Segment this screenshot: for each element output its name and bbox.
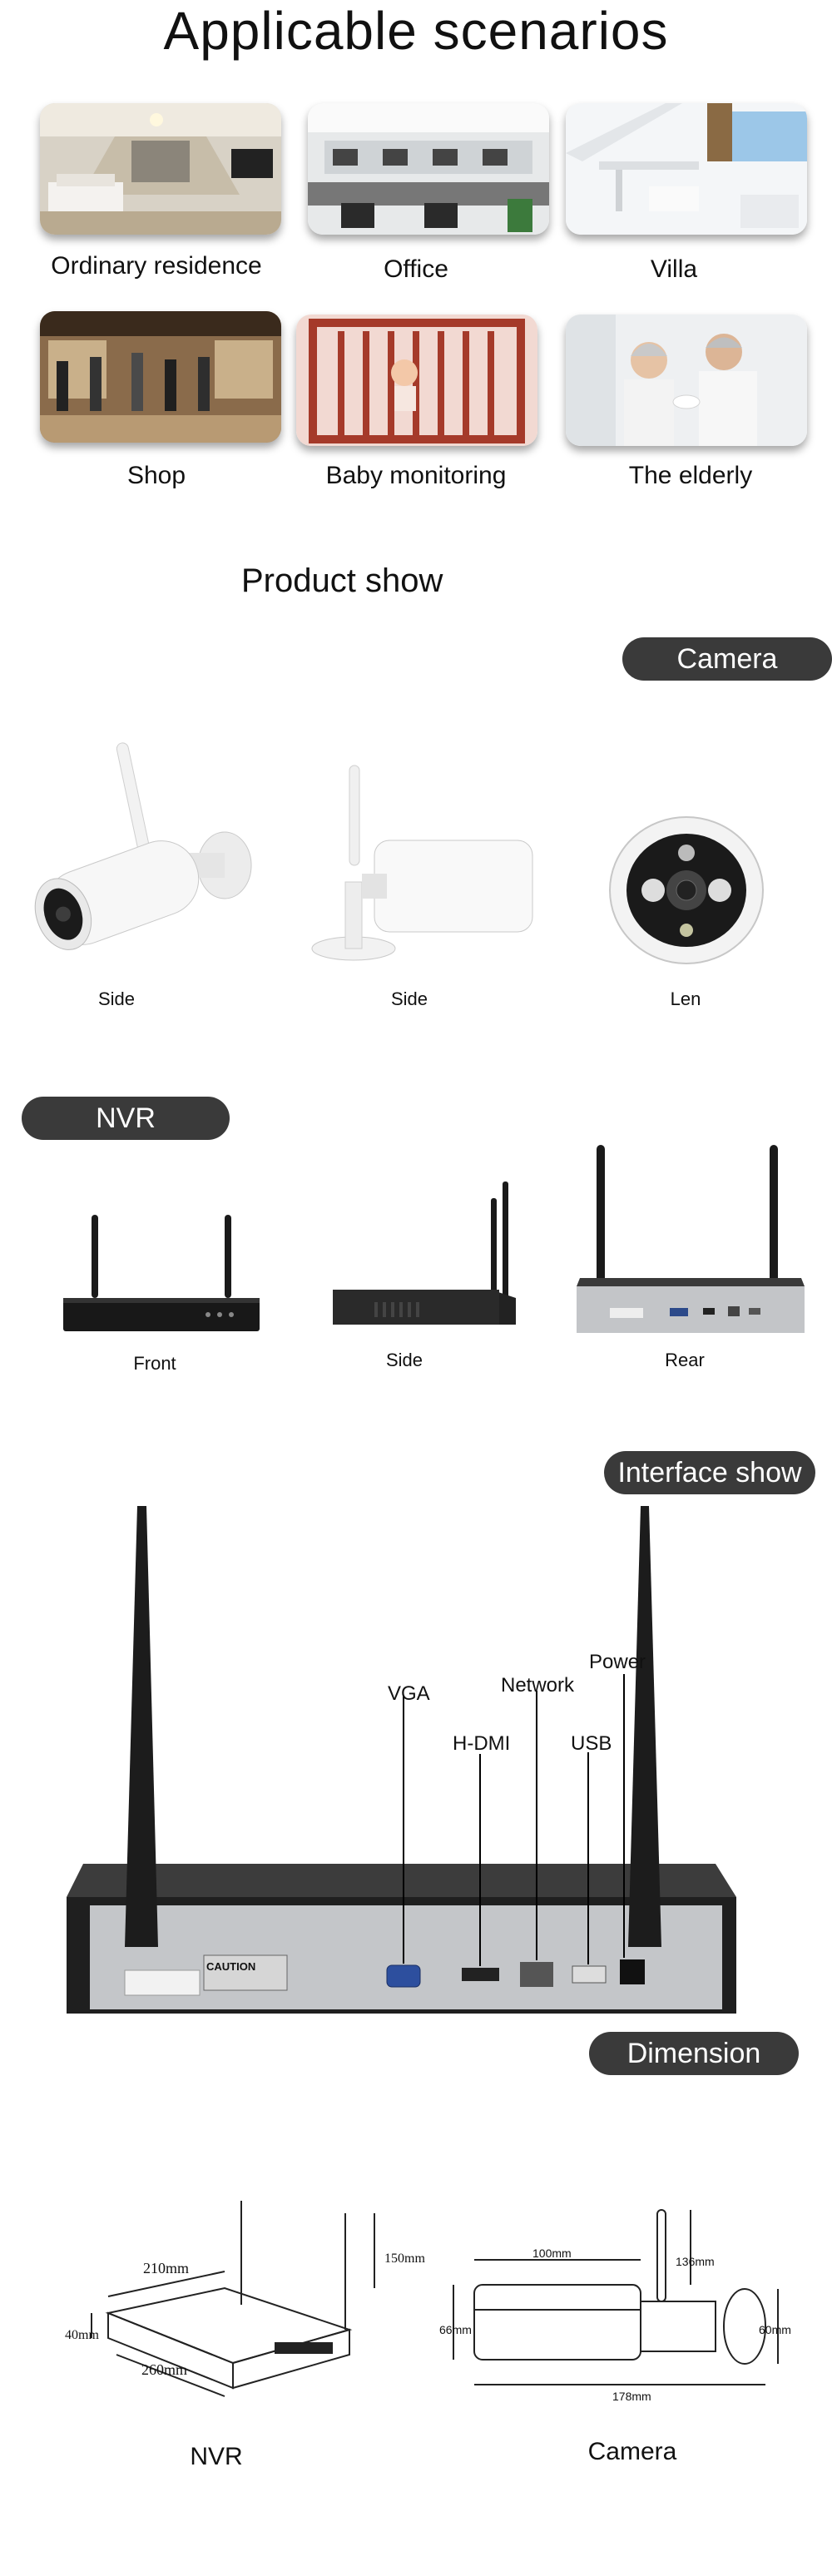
nvr-depth-label: 260mm (141, 2361, 188, 2378)
port-label-hdmi: H-DMI (453, 1732, 511, 1755)
nvr-dimension-caption: NVR (190, 2443, 243, 2470)
dimension-badge: Dimension (589, 2032, 799, 2075)
scenario-label: Villa (650, 255, 698, 283)
scenario-label: The elderly (628, 462, 753, 489)
nvr-side-image (333, 1181, 516, 1325)
elderly-couple-photo (566, 315, 807, 446)
page-title: Applicable scenarios (163, 1, 669, 61)
camera-dimension-caption: Camera (587, 2438, 677, 2465)
nvr-height-label: 40mm (65, 2328, 99, 2342)
villa-photo (566, 103, 807, 235)
caution-label: CAUTION (206, 1960, 256, 1973)
scenario-label: Ordinary residence (51, 252, 262, 280)
camera-body-label: 100mm (532, 2247, 572, 2260)
camera-view-label: Len (670, 988, 701, 1009)
camera-badge: Camera (622, 637, 832, 681)
camera-height-label: 66mm (439, 2323, 472, 2336)
nvr-rear-image (577, 1145, 805, 1333)
nvr-front-image (63, 1215, 260, 1331)
scenario-label: Baby monitoring (325, 462, 507, 489)
port-label-power: Power (589, 1651, 646, 1673)
shop-photo (40, 311, 281, 443)
baby-crib-photo (296, 315, 537, 446)
camera-antenna-label: 136mm (676, 2255, 715, 2268)
section-title: Product show (241, 562, 443, 599)
port-label-vga: VGA (388, 1682, 430, 1705)
living-room-photo (40, 103, 281, 235)
camera-view-label: Side (97, 988, 136, 1009)
interface-badge: Interface show (604, 1451, 815, 1494)
camera-length-label: 178mm (612, 2390, 651, 2403)
camera-lens-image (609, 816, 764, 964)
nvr-dimension-drawing (91, 2201, 375, 2397)
office-photo (308, 103, 549, 235)
camera-side-image (311, 765, 533, 961)
camera-dimension-drawing (453, 2209, 779, 2385)
nvr-antenna-label: 150mm (384, 2252, 425, 2266)
nvr-view-label: Rear (665, 1350, 705, 1370)
scenario-label: Office (384, 255, 448, 283)
scenario-label: Shop (126, 462, 186, 489)
nvr-width-label: 210mm (143, 2260, 190, 2276)
camera-side-image (34, 742, 252, 950)
camera-view-label: Side (390, 988, 428, 1009)
nvr-interface-diagram (67, 1506, 736, 2014)
camera-mount-label: 60mm (759, 2323, 791, 2336)
nvr-view-label: Side (385, 1350, 423, 1370)
port-label-usb: USB (571, 1732, 612, 1755)
port-label-network: Network (501, 1674, 575, 1697)
nvr-badge: NVR (22, 1097, 230, 1140)
nvr-view-label: Front (133, 1353, 176, 1374)
